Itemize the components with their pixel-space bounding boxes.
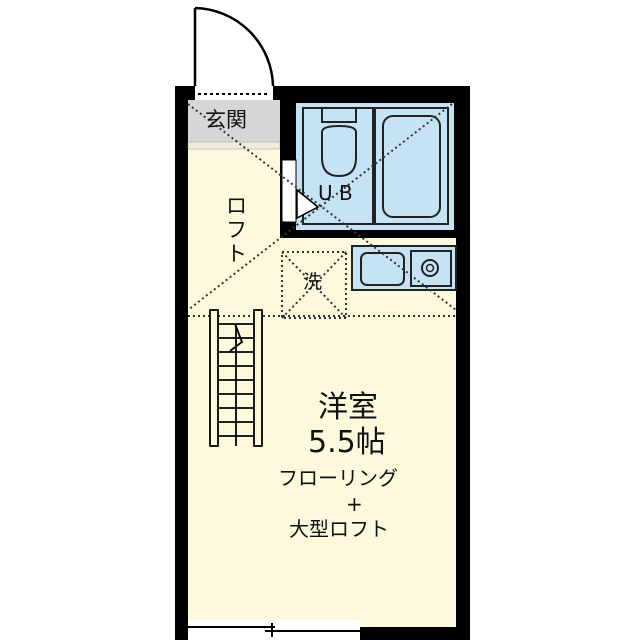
entrance-door-icon: [193, 6, 275, 87]
room-size-label: 5.5帖: [308, 425, 386, 460]
loft-label-2: フ: [226, 218, 247, 242]
entrance-label: 玄関: [205, 108, 247, 132]
washer-label: 洗: [303, 271, 323, 293]
entrance-area: [188, 100, 280, 142]
stove-icon: [421, 259, 439, 277]
flooring-label: フローリング: [278, 466, 398, 490]
plus-label: +: [346, 492, 363, 516]
window-icon: [188, 620, 360, 640]
loft-label-1: ロ: [226, 194, 247, 218]
loft-label-3: ト: [226, 242, 247, 266]
washer-space: [281, 251, 347, 319]
large-loft-label: 大型ロフト: [289, 517, 389, 541]
ladder-icon: [209, 309, 263, 447]
unit-bath-label: U B: [318, 181, 353, 205]
loft-outline: [187, 103, 457, 317]
room-type-label: 洋室: [318, 390, 378, 425]
toilet-icon: [321, 107, 357, 178]
bathtub-icon: [382, 115, 441, 218]
